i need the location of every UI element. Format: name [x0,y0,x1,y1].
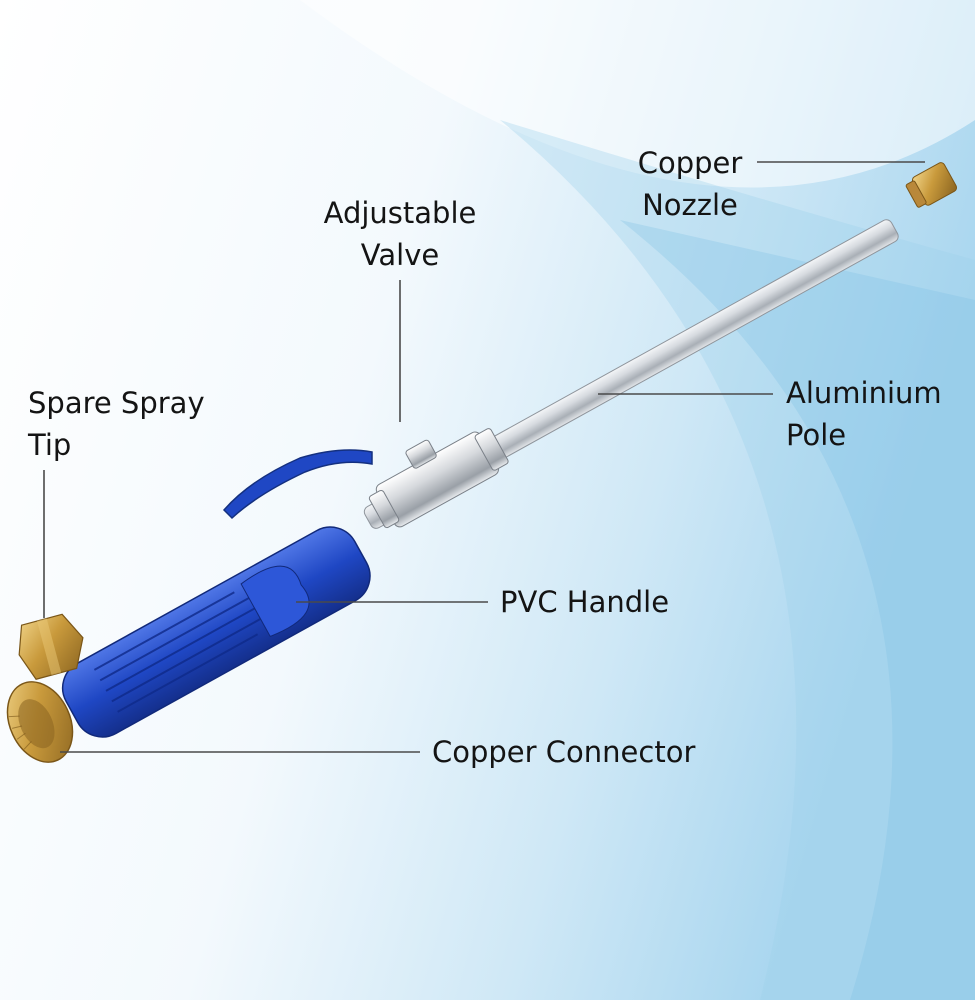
background-swirl-1 [300,0,975,188]
label-spare-spray-tip-line-2: Tip [28,428,72,462]
valve-lever [222,449,373,520]
leader-lines [43,161,925,753]
background-swirl-3 [620,220,975,1000]
label-adjustable-valve: Adjustable Valve [316,192,484,276]
copper-nozzle [905,162,958,208]
label-aluminium-pole: Aluminium Pole [786,372,942,456]
label-aluminium-pole-line-1: Aluminium [786,376,942,410]
label-pvc-handle: PVC Handle [500,585,670,619]
label-aluminium-pole-line-2: Pole [786,418,847,452]
pvc-handle [61,526,371,738]
spare-spray-tip [18,613,84,680]
label-copper-nozzle-line-2: Nozzle [642,188,738,222]
label-spare-spray-tip: Spare Spray Tip [28,382,205,466]
label-copper-nozzle: Copper Nozzle [630,142,750,226]
label-spare-spray-tip-line-1: Spare Spray [28,386,205,420]
background-swirl-2 [500,120,975,1000]
adjustable-valve [368,428,509,529]
label-adjustable-valve-line-1: Adjustable [323,196,477,230]
label-copper-nozzle-line-1: Copper [637,146,743,180]
copper-connector [6,681,74,763]
label-copper-connector: Copper Connector [432,735,696,769]
label-adjustable-valve-line-2: Valve [360,238,440,272]
